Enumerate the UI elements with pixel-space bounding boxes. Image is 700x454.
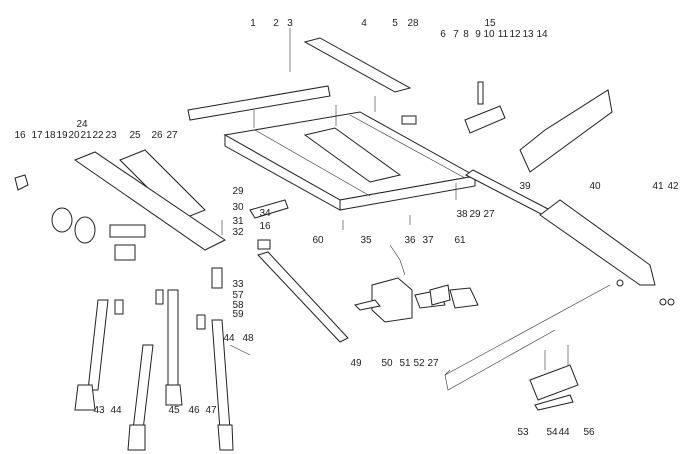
part-label: 8 bbox=[463, 29, 469, 40]
part-label: 61 bbox=[454, 235, 466, 246]
part-label: 41 bbox=[652, 181, 664, 192]
part-label: 47 bbox=[205, 405, 217, 416]
part-label: 50 bbox=[381, 358, 393, 369]
part-label: 32 bbox=[232, 227, 244, 238]
part-label: 46 bbox=[188, 405, 200, 416]
part-label: 59 bbox=[232, 309, 244, 320]
part-label: 40 bbox=[589, 181, 601, 192]
rod bbox=[444, 284, 611, 376]
part-label: 18 bbox=[44, 130, 56, 141]
part-label: 49 bbox=[350, 358, 362, 369]
part-label: 20 bbox=[68, 130, 80, 141]
part-label: 24 bbox=[76, 119, 88, 130]
saw-arm bbox=[539, 199, 656, 286]
part-label: 2 bbox=[273, 18, 279, 29]
handwheel-2 bbox=[74, 216, 96, 244]
part-label: 4 bbox=[361, 18, 367, 29]
part-label: 26 bbox=[151, 130, 163, 141]
part-label: 27 bbox=[166, 130, 178, 141]
part-label: 25 bbox=[129, 130, 141, 141]
part-label: 21 bbox=[80, 130, 92, 141]
bracket bbox=[257, 251, 349, 343]
part-label: 30 bbox=[232, 202, 244, 213]
part-label: 37 bbox=[422, 235, 434, 246]
switch-box bbox=[371, 277, 413, 323]
part-label: 9 bbox=[475, 29, 481, 40]
part-label: 56 bbox=[583, 427, 595, 438]
part-label: 28 bbox=[407, 18, 419, 29]
part-label: 10 bbox=[483, 29, 495, 40]
side-rail bbox=[73, 151, 226, 251]
part-label: 44 bbox=[110, 405, 122, 416]
part-label: 42 bbox=[667, 181, 679, 192]
part-label: 22 bbox=[92, 130, 104, 141]
part-label: 45 bbox=[168, 405, 180, 416]
part-label: 27 bbox=[483, 209, 495, 220]
part-label: 39 bbox=[519, 181, 531, 192]
part-label: 19 bbox=[56, 130, 68, 141]
part-label: 43 bbox=[93, 405, 105, 416]
part-label: 44 bbox=[558, 427, 570, 438]
bolts bbox=[253, 28, 457, 230]
part-label: 34 bbox=[259, 208, 271, 219]
part-label: 27 bbox=[427, 358, 439, 369]
part-label: 36 bbox=[404, 235, 416, 246]
knob bbox=[14, 174, 29, 191]
part-label: 1 bbox=[250, 18, 256, 29]
part-label: 15 bbox=[484, 18, 496, 29]
part-label: 16 bbox=[14, 130, 26, 141]
part-label: 38 bbox=[456, 209, 468, 220]
top-rail bbox=[303, 37, 412, 93]
part-label: 51 bbox=[399, 358, 411, 369]
part-label: 53 bbox=[517, 427, 529, 438]
part-label: 3 bbox=[287, 18, 293, 29]
part-label: 29 bbox=[469, 209, 481, 220]
side-extension bbox=[519, 89, 613, 173]
part-label: 54 bbox=[546, 427, 558, 438]
part-label: 48 bbox=[242, 333, 254, 344]
clamp bbox=[464, 105, 506, 134]
part-label: 44 bbox=[223, 333, 235, 344]
legs bbox=[74, 289, 251, 451]
part-label: 5 bbox=[392, 18, 398, 29]
part-label: 31 bbox=[232, 216, 244, 227]
base-plate bbox=[529, 364, 579, 401]
part-label: 6 bbox=[440, 29, 446, 40]
handwheel bbox=[51, 207, 73, 233]
table-top-front bbox=[339, 175, 476, 211]
part-label: 23 bbox=[105, 130, 117, 141]
part-label: 57 bbox=[232, 290, 244, 301]
rail bbox=[187, 85, 331, 121]
part-label: 60 bbox=[312, 235, 324, 246]
table-insert-slot bbox=[303, 127, 402, 183]
part-label: 33 bbox=[232, 279, 244, 290]
part-label: 29 bbox=[232, 186, 244, 197]
part-label: 58 bbox=[232, 300, 244, 311]
part-label: 35 bbox=[360, 235, 372, 246]
parts-drawing bbox=[14, 28, 675, 451]
part-label: 11 bbox=[498, 29, 509, 40]
part-label: 12 bbox=[509, 29, 521, 40]
label-plate bbox=[401, 115, 417, 125]
part-label: 52 bbox=[413, 358, 425, 369]
part-label: 16 bbox=[259, 221, 271, 232]
part-label: 14 bbox=[536, 29, 548, 40]
part-label: 13 bbox=[522, 29, 534, 40]
part-label: 7 bbox=[453, 29, 459, 40]
part-label: 17 bbox=[31, 130, 43, 141]
